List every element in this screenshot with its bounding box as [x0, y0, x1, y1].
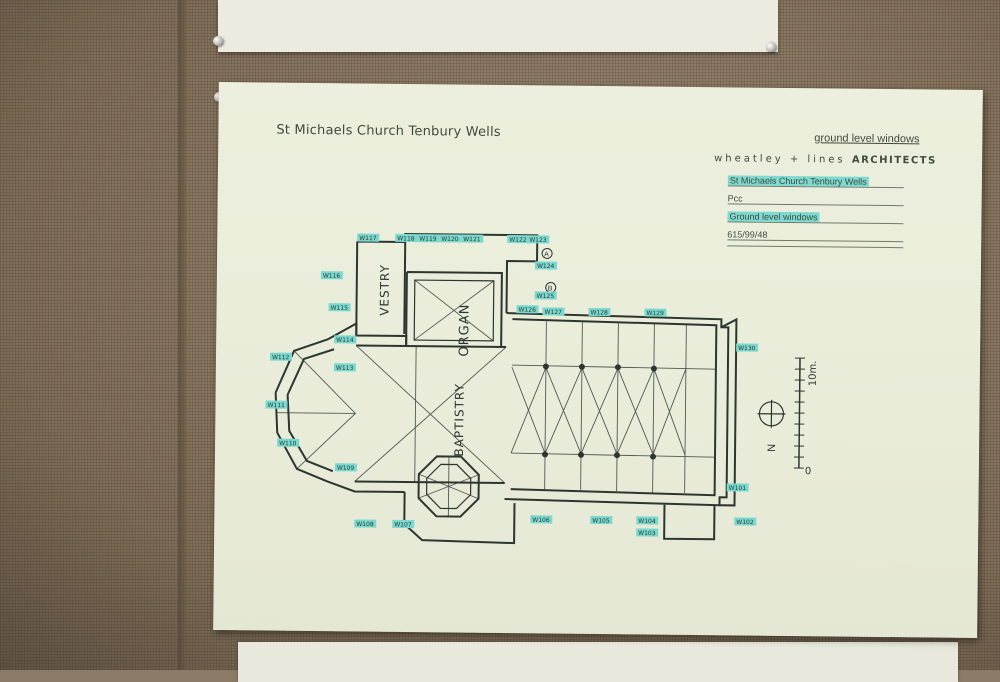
bay-line: [617, 323, 619, 491]
pier: [615, 364, 621, 370]
floor-plan: VESTRY ORGAN BAPTISTRY A B N 10m. 0 W117…: [213, 82, 983, 638]
marker-a-label: A: [544, 251, 549, 258]
vault-lines: [511, 367, 686, 455]
pier: [543, 363, 549, 369]
pier: [650, 454, 656, 460]
window-label: W114: [336, 337, 354, 344]
room-label-baptistry: BAPTISTRY: [452, 383, 467, 457]
arcade-line: [512, 365, 716, 369]
pier: [579, 364, 585, 370]
room-label-vestry: VESTRY: [377, 264, 392, 316]
window-label: W104: [638, 518, 656, 525]
north-arrow: N: [757, 400, 786, 452]
scale-label-zero: 0: [805, 466, 811, 477]
window-label: W103: [638, 530, 656, 537]
window-label: W119: [419, 236, 437, 243]
window-label: W108: [356, 521, 374, 528]
north-label: N: [766, 444, 778, 452]
window-label: W123: [529, 237, 547, 244]
window-label: W126: [518, 307, 536, 314]
window-label: W122: [509, 237, 527, 244]
window-label: W109: [337, 465, 355, 472]
marker-b-label: B: [548, 285, 553, 292]
window-label: W113: [336, 365, 354, 372]
window-label: W111: [267, 402, 285, 409]
bay-line: [685, 325, 687, 493]
pier: [651, 366, 657, 372]
push-pin: [766, 42, 776, 52]
window-label: W121: [463, 236, 481, 243]
window-label: W129: [646, 310, 664, 317]
push-pin: [213, 36, 223, 46]
scale-bar: 10m. 0: [794, 358, 819, 477]
window-label: W116: [323, 273, 341, 280]
bay-line: [653, 324, 655, 493]
plan-sheet: St Michaels Church Tenbury Wells ground …: [213, 82, 983, 638]
window-label: W115: [330, 305, 348, 312]
bay-line: [545, 321, 547, 489]
window-label: W102: [736, 519, 754, 526]
window-label: W118: [397, 235, 415, 242]
window-label: W117: [359, 235, 377, 242]
window-label: W124: [537, 263, 555, 270]
window-label: W128: [590, 309, 608, 316]
window-label: W127: [544, 309, 562, 316]
porch-wall: [664, 505, 714, 540]
window-label: W110: [279, 440, 297, 447]
organ-cross: [414, 280, 494, 341]
pier: [542, 451, 548, 457]
scale-label-max: 10m.: [808, 361, 819, 387]
window-label: W130: [738, 345, 756, 352]
sheet-below: [238, 642, 958, 682]
window-label: W112: [272, 354, 290, 361]
bay-line: [581, 322, 583, 490]
sheet-above: [218, 0, 778, 52]
window-label: W107: [394, 521, 412, 528]
room-label-organ: ORGAN: [457, 304, 473, 357]
window-label: W106: [532, 517, 550, 524]
window-label: W105: [592, 517, 610, 524]
pier: [578, 452, 584, 458]
window-label: W125: [537, 293, 555, 300]
window-label: W101: [729, 485, 747, 492]
pier: [614, 452, 620, 458]
window-label: W120: [441, 236, 459, 243]
board-seam: [178, 0, 186, 670]
